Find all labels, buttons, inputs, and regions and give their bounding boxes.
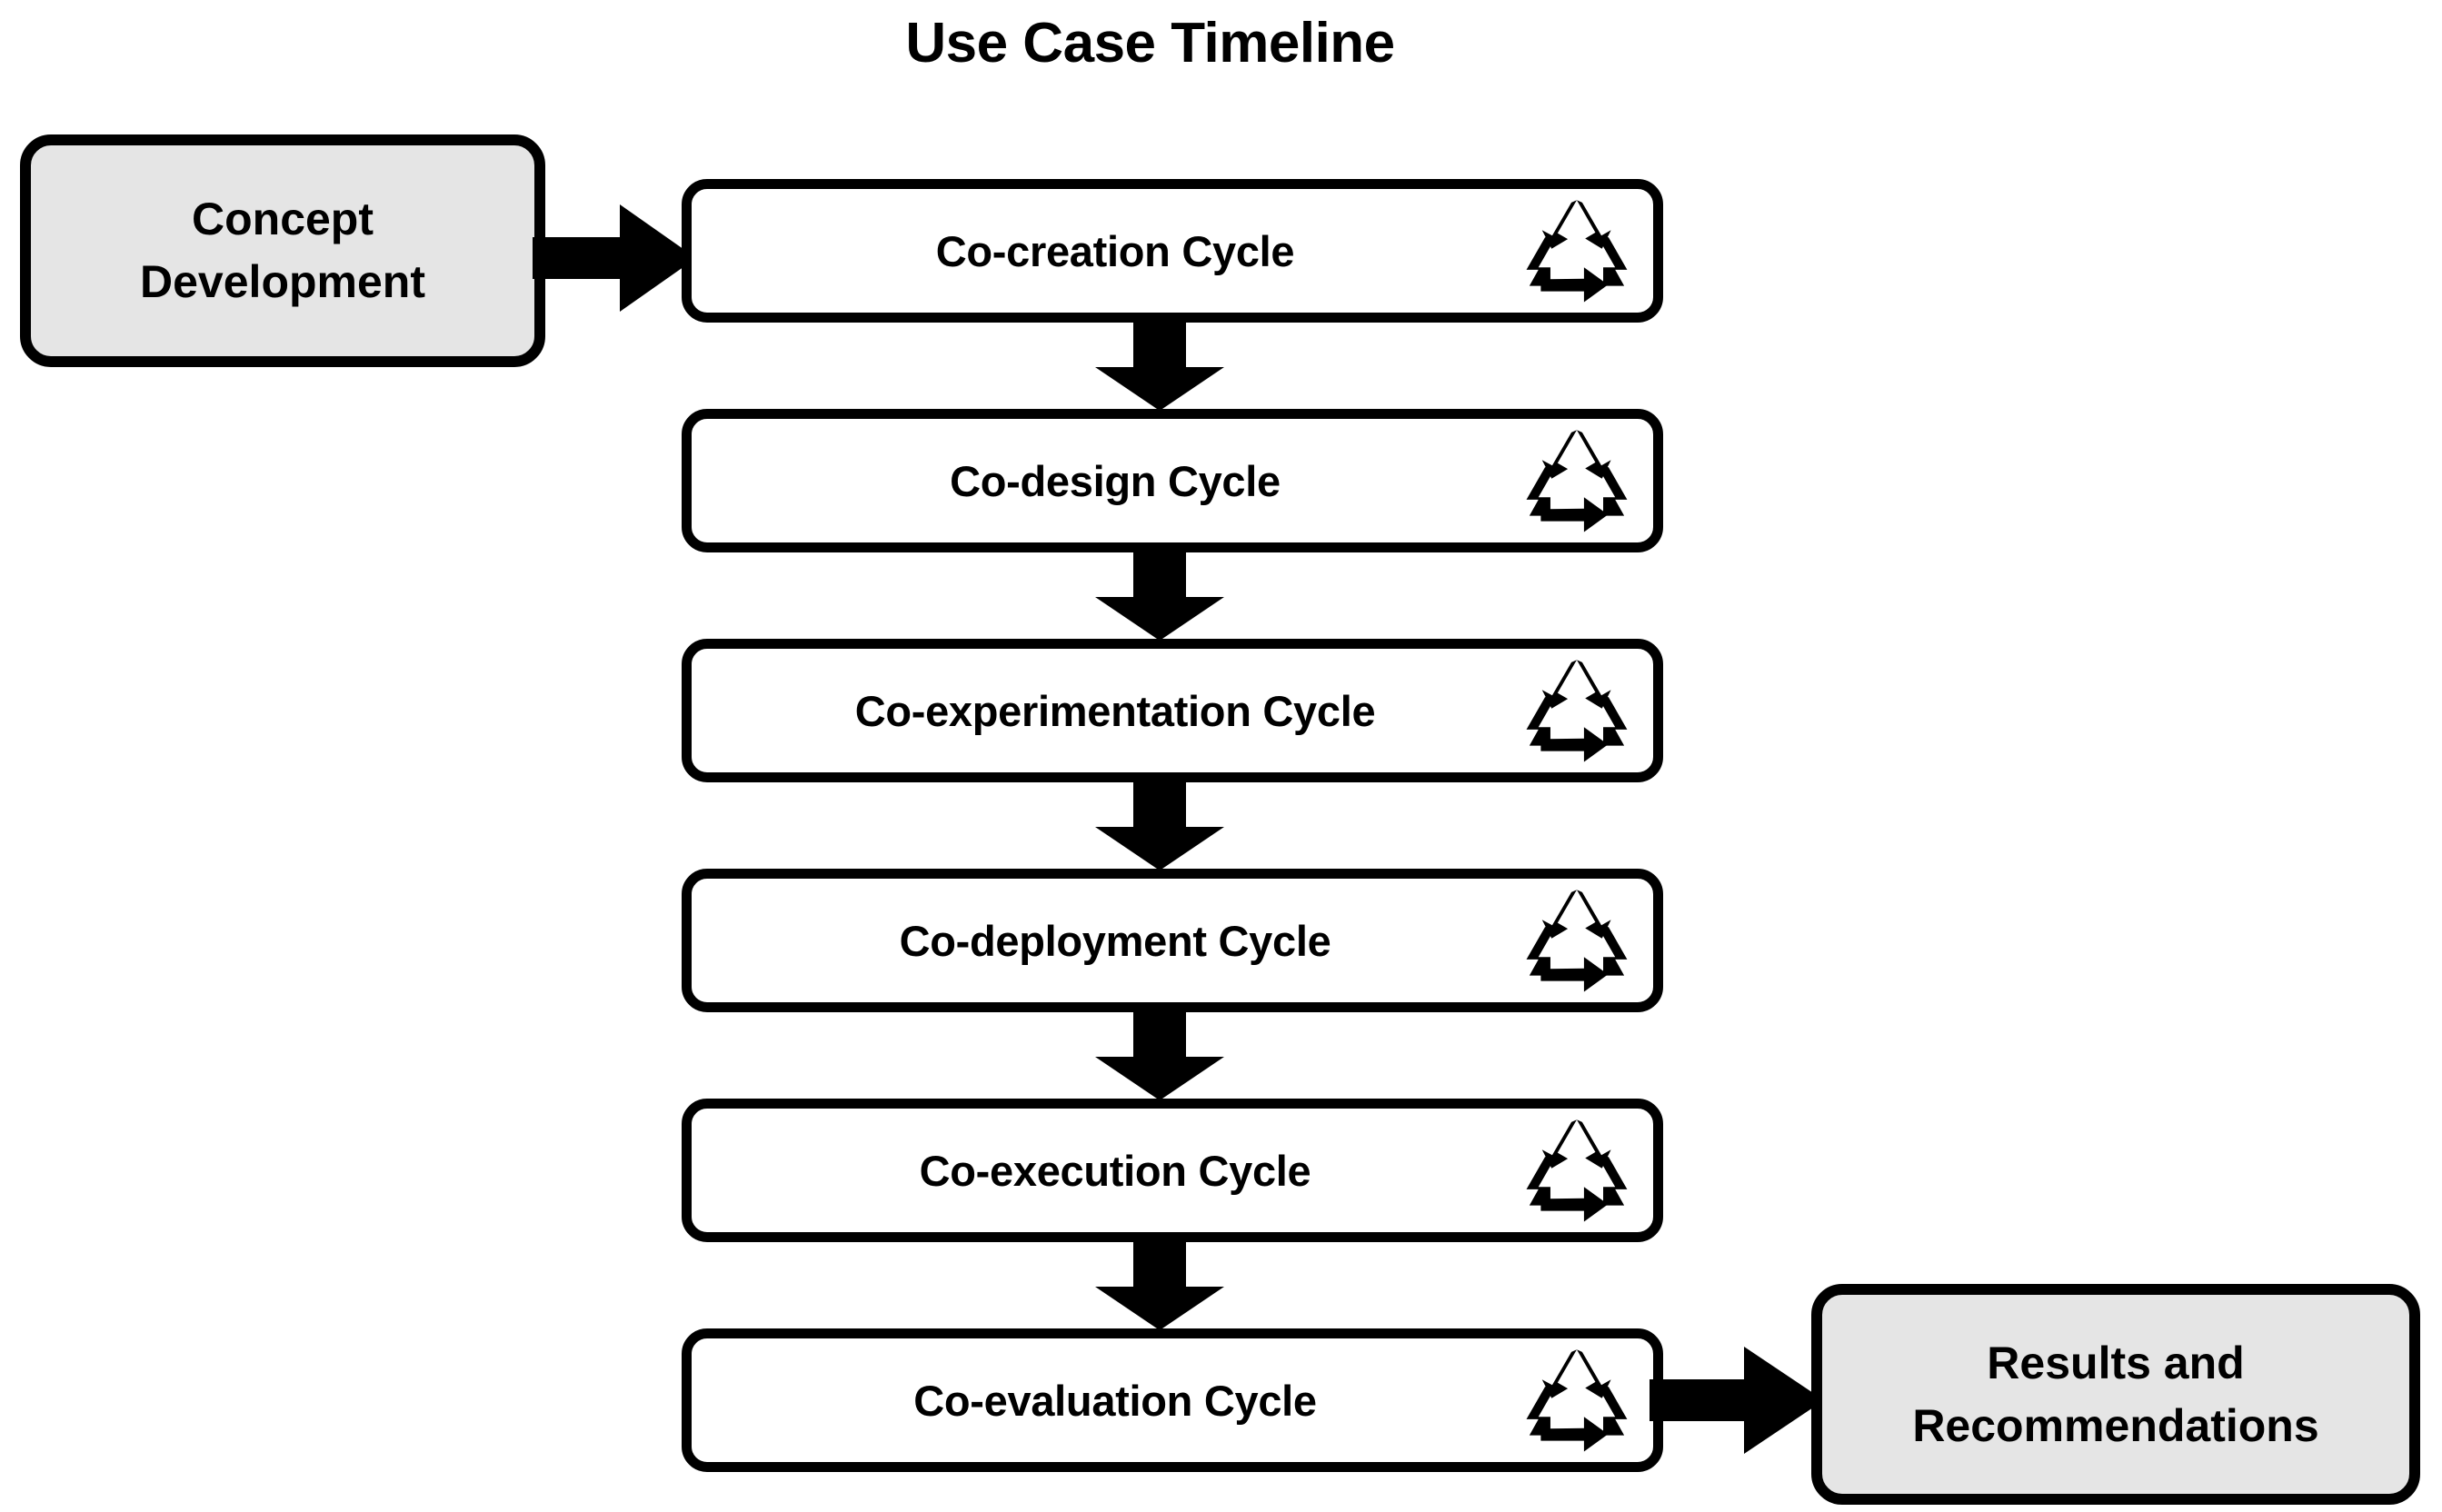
co-experimentation-cycle-box[interactable]: Co-experimentation Cycle: [682, 639, 1663, 782]
results-and-recommendations-label: Results and Recommendations: [1822, 1332, 2409, 1457]
co-deployment-cycle-label: Co-deployment Cycle: [899, 916, 1331, 965]
co-execution-cycle-label: Co-execution Cycle: [919, 1146, 1311, 1195]
co-design-cycle-label: Co-design Cycle: [950, 456, 1281, 505]
page-title-text: Use Case Timeline: [905, 12, 1395, 75]
results-line1: Results and: [1987, 1337, 2245, 1388]
arrow-concept-to-cocreation: [533, 204, 696, 312]
co-evaluation-cycle-box[interactable]: Co-evaluation Cycle: [682, 1328, 1663, 1472]
co-experimentation-cycle-label: Co-experimentation Cycle: [854, 686, 1376, 735]
concept-development-box[interactable]: Concept Development: [20, 134, 545, 367]
recycle-icon: [1517, 425, 1637, 536]
arrow-coevaluation-to-results: [1650, 1347, 1824, 1454]
page-title: Use Case Timeline: [0, 12, 2442, 75]
co-creation-cycle-box[interactable]: Co-creation Cycle: [682, 179, 1663, 323]
co-deployment-cycle-box[interactable]: Co-deployment Cycle: [682, 869, 1663, 1012]
co-evaluation-cycle-label: Co-evaluation Cycle: [913, 1376, 1317, 1425]
arrow-codesign-to-coexperimentation: [1095, 550, 1224, 641]
co-execution-cycle-box[interactable]: Co-execution Cycle: [682, 1099, 1663, 1242]
concept-development-label: Concept Development: [31, 188, 534, 313]
results-line2: Recommendations: [1912, 1399, 2319, 1451]
co-creation-cycle-label: Co-creation Cycle: [935, 226, 1295, 275]
recycle-icon: [1517, 655, 1637, 766]
results-and-recommendations-box[interactable]: Results and Recommendations: [1811, 1284, 2420, 1505]
recycle-icon: [1517, 195, 1637, 306]
arrow-coexperimentation-to-codeployment: [1095, 780, 1224, 870]
concept-development-line2: Development: [140, 256, 425, 307]
arrow-coexecution-to-coevaluation: [1095, 1239, 1224, 1330]
recycle-icon: [1517, 1115, 1637, 1226]
concept-development-line1: Concept: [192, 194, 374, 244]
arrow-cocreation-to-codesign: [1095, 320, 1224, 411]
recycle-icon: [1517, 1345, 1637, 1456]
arrow-codeployment-to-coexecution: [1095, 1010, 1224, 1100]
co-design-cycle-box[interactable]: Co-design Cycle: [682, 409, 1663, 552]
recycle-icon: [1517, 885, 1637, 996]
